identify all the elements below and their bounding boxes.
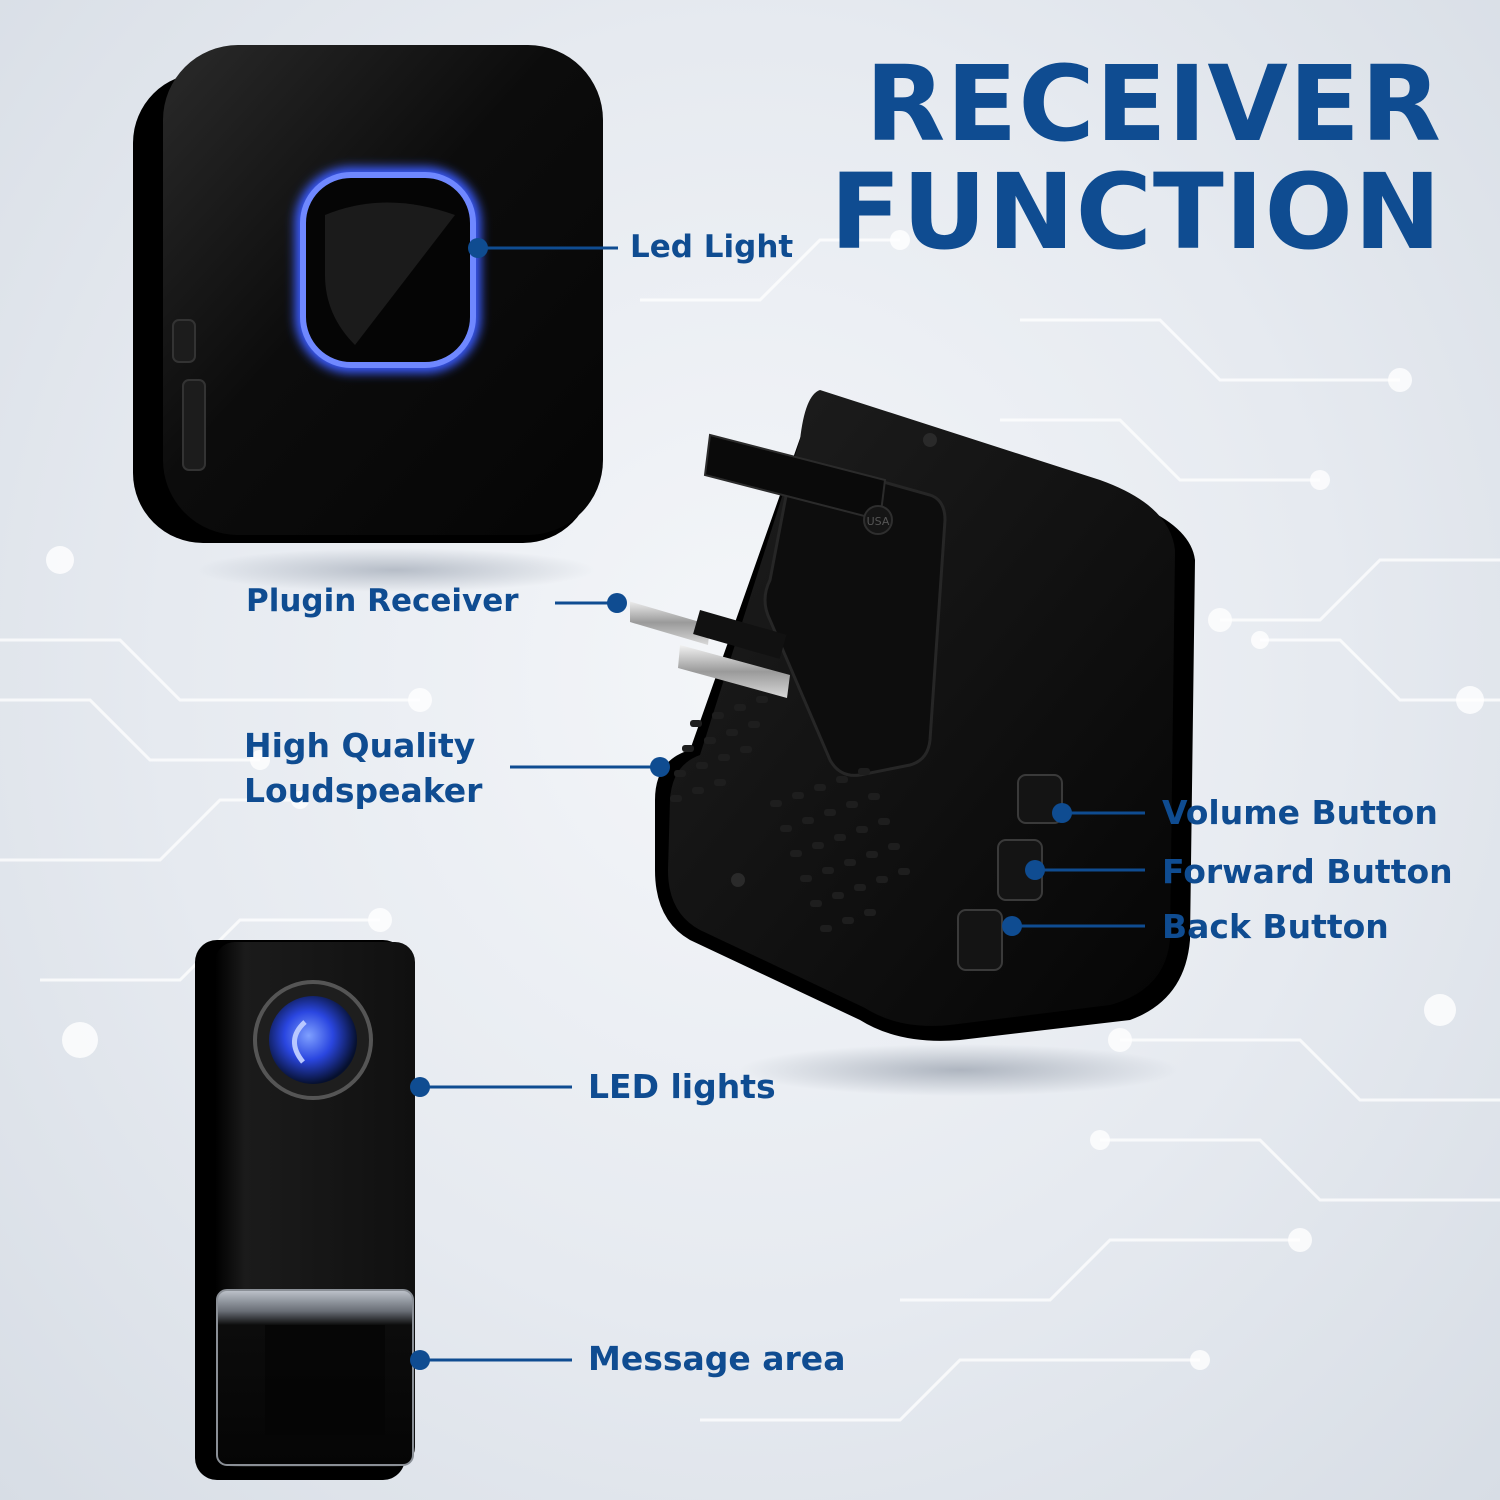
doorbell-push-button [195,940,415,1480]
callout-dot [607,593,627,613]
label-volume-button: Volume Button [1162,793,1438,832]
volume-button-shape [1017,774,1063,824]
plug-marking: USA [867,515,890,528]
receiver-unit [133,45,603,592]
callout-dot [1002,916,1022,936]
callout-dot [1052,803,1072,823]
label-forward-button: Forward Button [1162,852,1453,891]
title-line-1: RECEIVER [865,43,1442,165]
label-back-button: Back Button [1162,907,1389,946]
side-button [172,319,196,363]
label-loudspeaker-line-2: Loudspeaker [244,771,483,810]
callout-dot [1025,860,1045,880]
speaker-grille [670,696,910,932]
callout-dot [410,1350,430,1370]
plugin-receiver-unit: USA [630,390,1195,1096]
label-loudspeaker-line-1: High Quality [244,726,476,765]
label-led-lights: LED lights [588,1067,776,1106]
label-led-light: Led Light [630,229,794,265]
callout-dot [650,757,670,777]
label-message-area: Message area [588,1339,846,1378]
callout-dot [410,1077,430,1097]
label-plugin-receiver: Plugin Receiver [246,583,519,619]
callout-dot [468,238,488,258]
back-button-shape [957,909,1003,971]
led-button [269,996,357,1084]
side-button [182,379,206,471]
title-line-2: FUNCTION [830,151,1442,273]
